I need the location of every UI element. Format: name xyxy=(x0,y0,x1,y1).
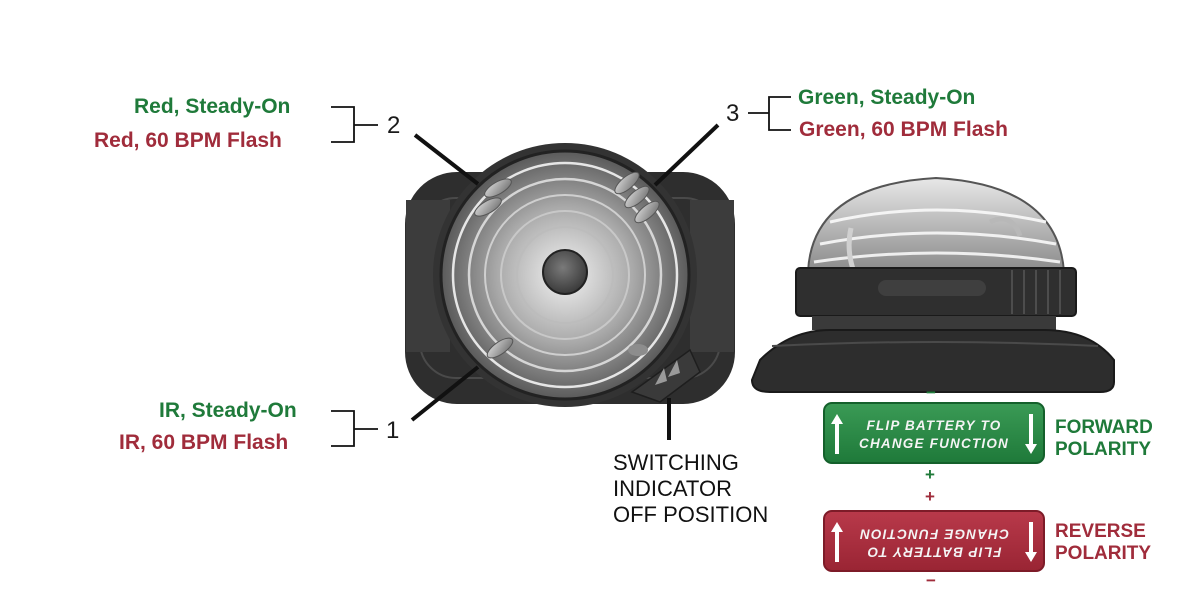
battery-reverse-line-2: CHANGE FUNCTION xyxy=(859,526,1009,542)
top-view xyxy=(331,96,791,447)
switch-label-line-3: OFF POSITION xyxy=(613,501,769,527)
led2-flash-label: Red, 60 BPM Flash xyxy=(94,129,282,152)
leader-line-1 xyxy=(410,365,480,422)
forward-top-sign: − xyxy=(926,383,936,402)
battery-reverse-line-1: FLIP BATTERY TO xyxy=(866,544,1002,560)
battery-reverse-text: FLIP BATTERY TO CHANGE FUNCTION xyxy=(849,525,1019,561)
reverse-label-line-2: POLARITY xyxy=(1055,542,1152,564)
led-3-green xyxy=(614,171,660,224)
battery-reverse: FLIP BATTERY TO CHANGE FUNCTION xyxy=(823,510,1045,572)
side-view xyxy=(750,176,1115,393)
bracket-2 xyxy=(331,106,378,143)
battery-forward-line-2: CHANGE FUNCTION xyxy=(859,435,1009,451)
leader-line-2 xyxy=(413,133,480,186)
led2-number: 2 xyxy=(387,112,401,139)
switch-indicator xyxy=(628,344,701,403)
side-dome xyxy=(806,176,1066,273)
bracket-1 xyxy=(331,410,378,447)
forward-bottom-sign: + xyxy=(925,465,935,484)
reverse-top-sign: + xyxy=(925,487,935,506)
switch-label-line-1: SWITCHING xyxy=(613,450,739,475)
reverse-polarity-label: REVERSE POLARITY xyxy=(1055,521,1151,565)
led3-number: 3 xyxy=(726,100,740,127)
switch-label-line-2: INDICATOR xyxy=(613,475,732,501)
reverse-label-line-1: REVERSE xyxy=(1055,521,1146,542)
led3-steady-label: Green, Steady-On xyxy=(798,86,976,109)
side-base xyxy=(750,329,1115,393)
reverse-bottom-sign: − xyxy=(926,571,936,590)
led-2-red xyxy=(474,178,512,217)
forward-label-line-1: FORWARD xyxy=(1055,417,1153,438)
arrow-down-icon xyxy=(1025,522,1037,562)
led2-steady-label: Red, Steady-On xyxy=(134,95,291,118)
battery-forward: FLIP BATTERY TO CHANGE FUNCTION xyxy=(823,402,1045,464)
led1-number: 1 xyxy=(386,417,400,444)
arrow-down-icon xyxy=(1025,414,1037,454)
battery-forward-line-1: FLIP BATTERY TO xyxy=(866,418,1002,433)
leader-line-3 xyxy=(653,123,720,187)
bracket-3 xyxy=(748,96,791,131)
led-1-ir xyxy=(486,337,514,359)
strap-slot-right xyxy=(690,200,734,352)
arrow-up-icon xyxy=(831,522,843,562)
led1-flash-label: IR, 60 BPM Flash xyxy=(119,431,289,454)
center-button xyxy=(542,249,588,295)
led3-flash-label: Green, 60 BPM Flash xyxy=(799,118,1008,141)
switch-indicator-label: SWITCHING INDICATOR OFF POSITION xyxy=(613,450,768,528)
led1-steady-label: IR, Steady-On xyxy=(159,399,297,422)
forward-polarity-label: FORWARD POLARITY xyxy=(1055,417,1153,461)
forward-label-line-2: POLARITY xyxy=(1055,438,1152,460)
battery-forward-text: FLIP BATTERY TO CHANGE FUNCTION xyxy=(849,417,1019,453)
arrow-up-icon xyxy=(831,414,843,454)
